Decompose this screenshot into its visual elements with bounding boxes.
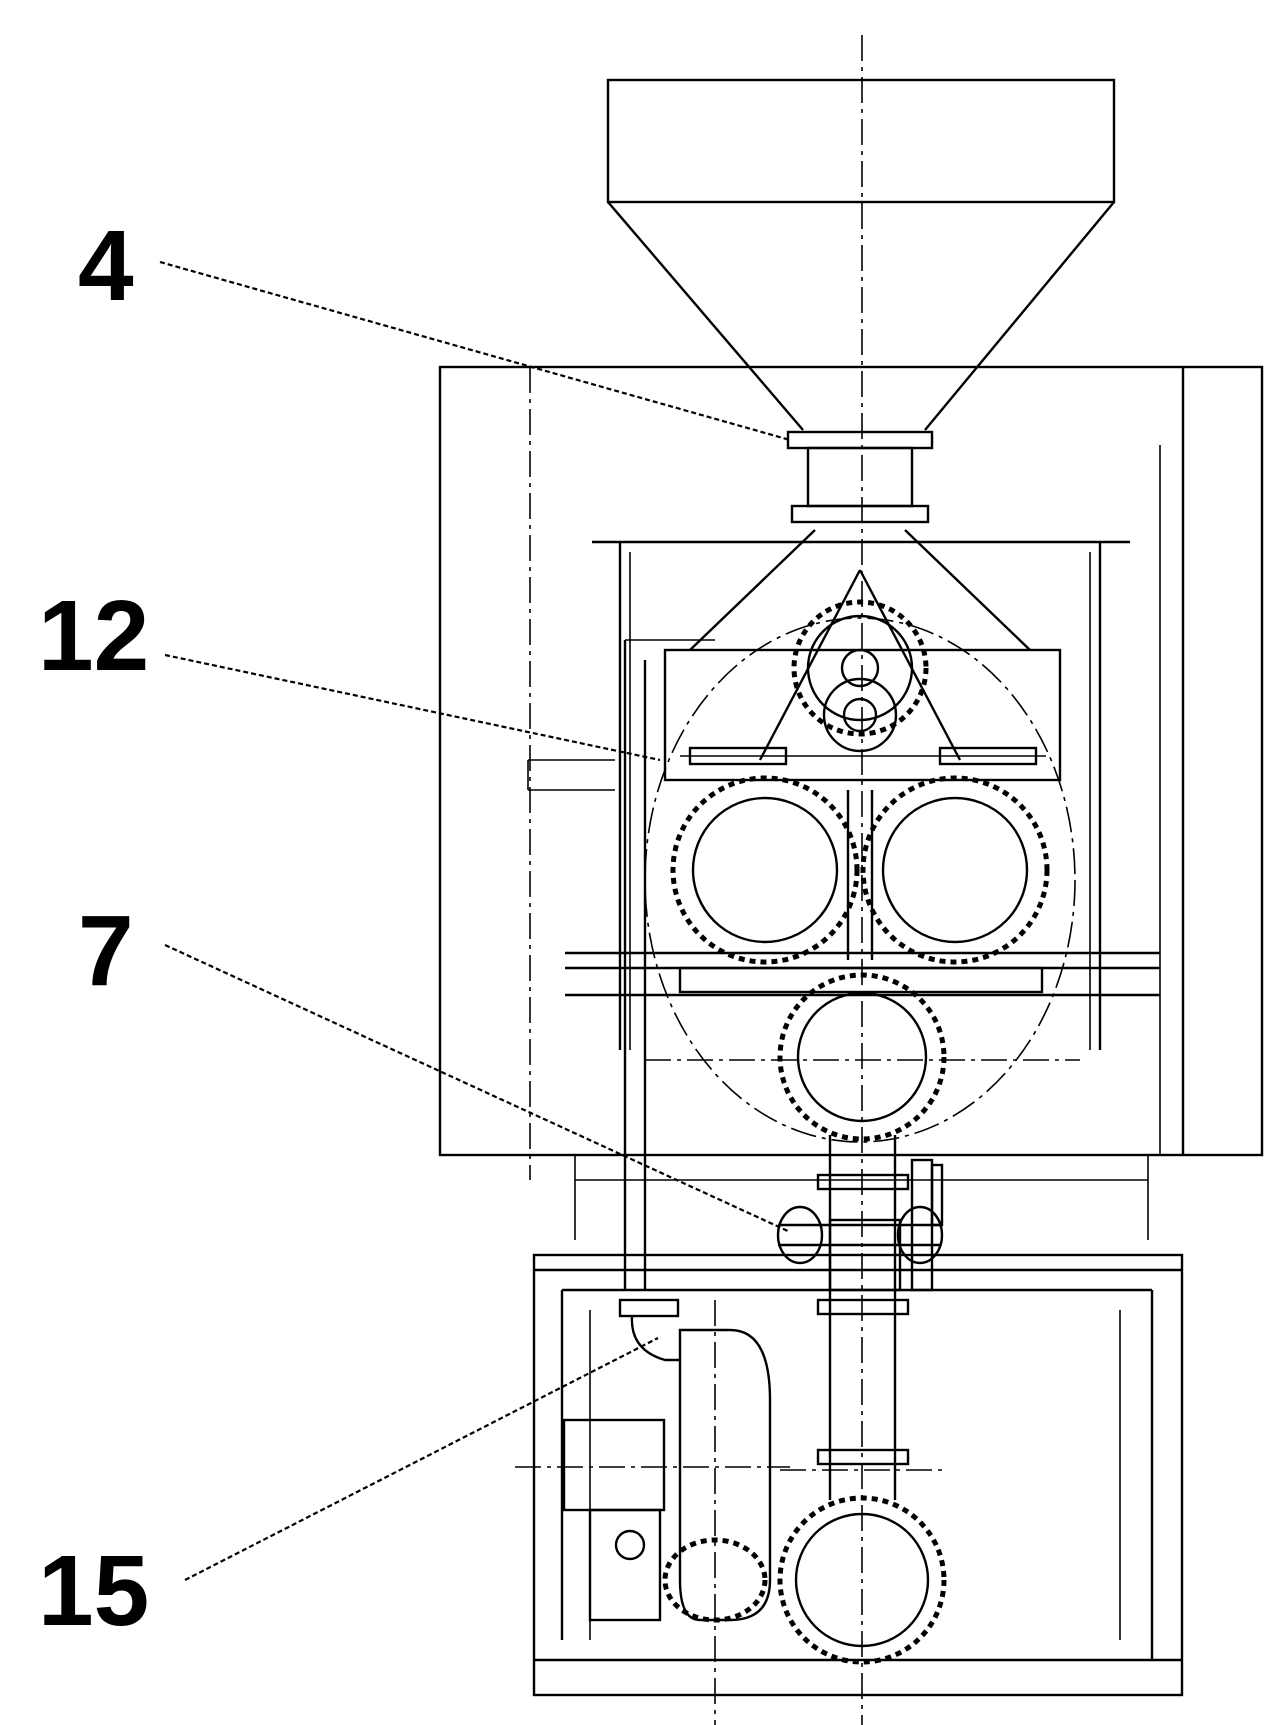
bottom-roller xyxy=(777,1469,947,1665)
blower-15 xyxy=(618,1298,772,1725)
crusher-casing xyxy=(644,617,1076,1143)
valve-7 xyxy=(776,1205,944,1265)
callout-7: 7 xyxy=(78,895,134,1007)
mid-rollers xyxy=(670,775,1050,965)
side-pipe xyxy=(527,639,715,1290)
top-rollers xyxy=(791,599,929,753)
motor xyxy=(515,1418,790,1622)
leader-lines xyxy=(159,260,791,1581)
hopper xyxy=(606,78,1116,431)
callout-15: 15 xyxy=(38,1535,149,1647)
discharge-column xyxy=(816,1135,944,1500)
feed-neck xyxy=(786,430,934,524)
callout-12: 12 xyxy=(38,580,149,692)
bearing-bars xyxy=(680,746,1046,766)
feed-cone xyxy=(689,529,1031,761)
callout-4: 4 xyxy=(78,210,134,322)
upper-housing xyxy=(438,365,1264,1180)
lower-frame xyxy=(532,1154,1184,1697)
lower-roller xyxy=(645,972,1080,1142)
